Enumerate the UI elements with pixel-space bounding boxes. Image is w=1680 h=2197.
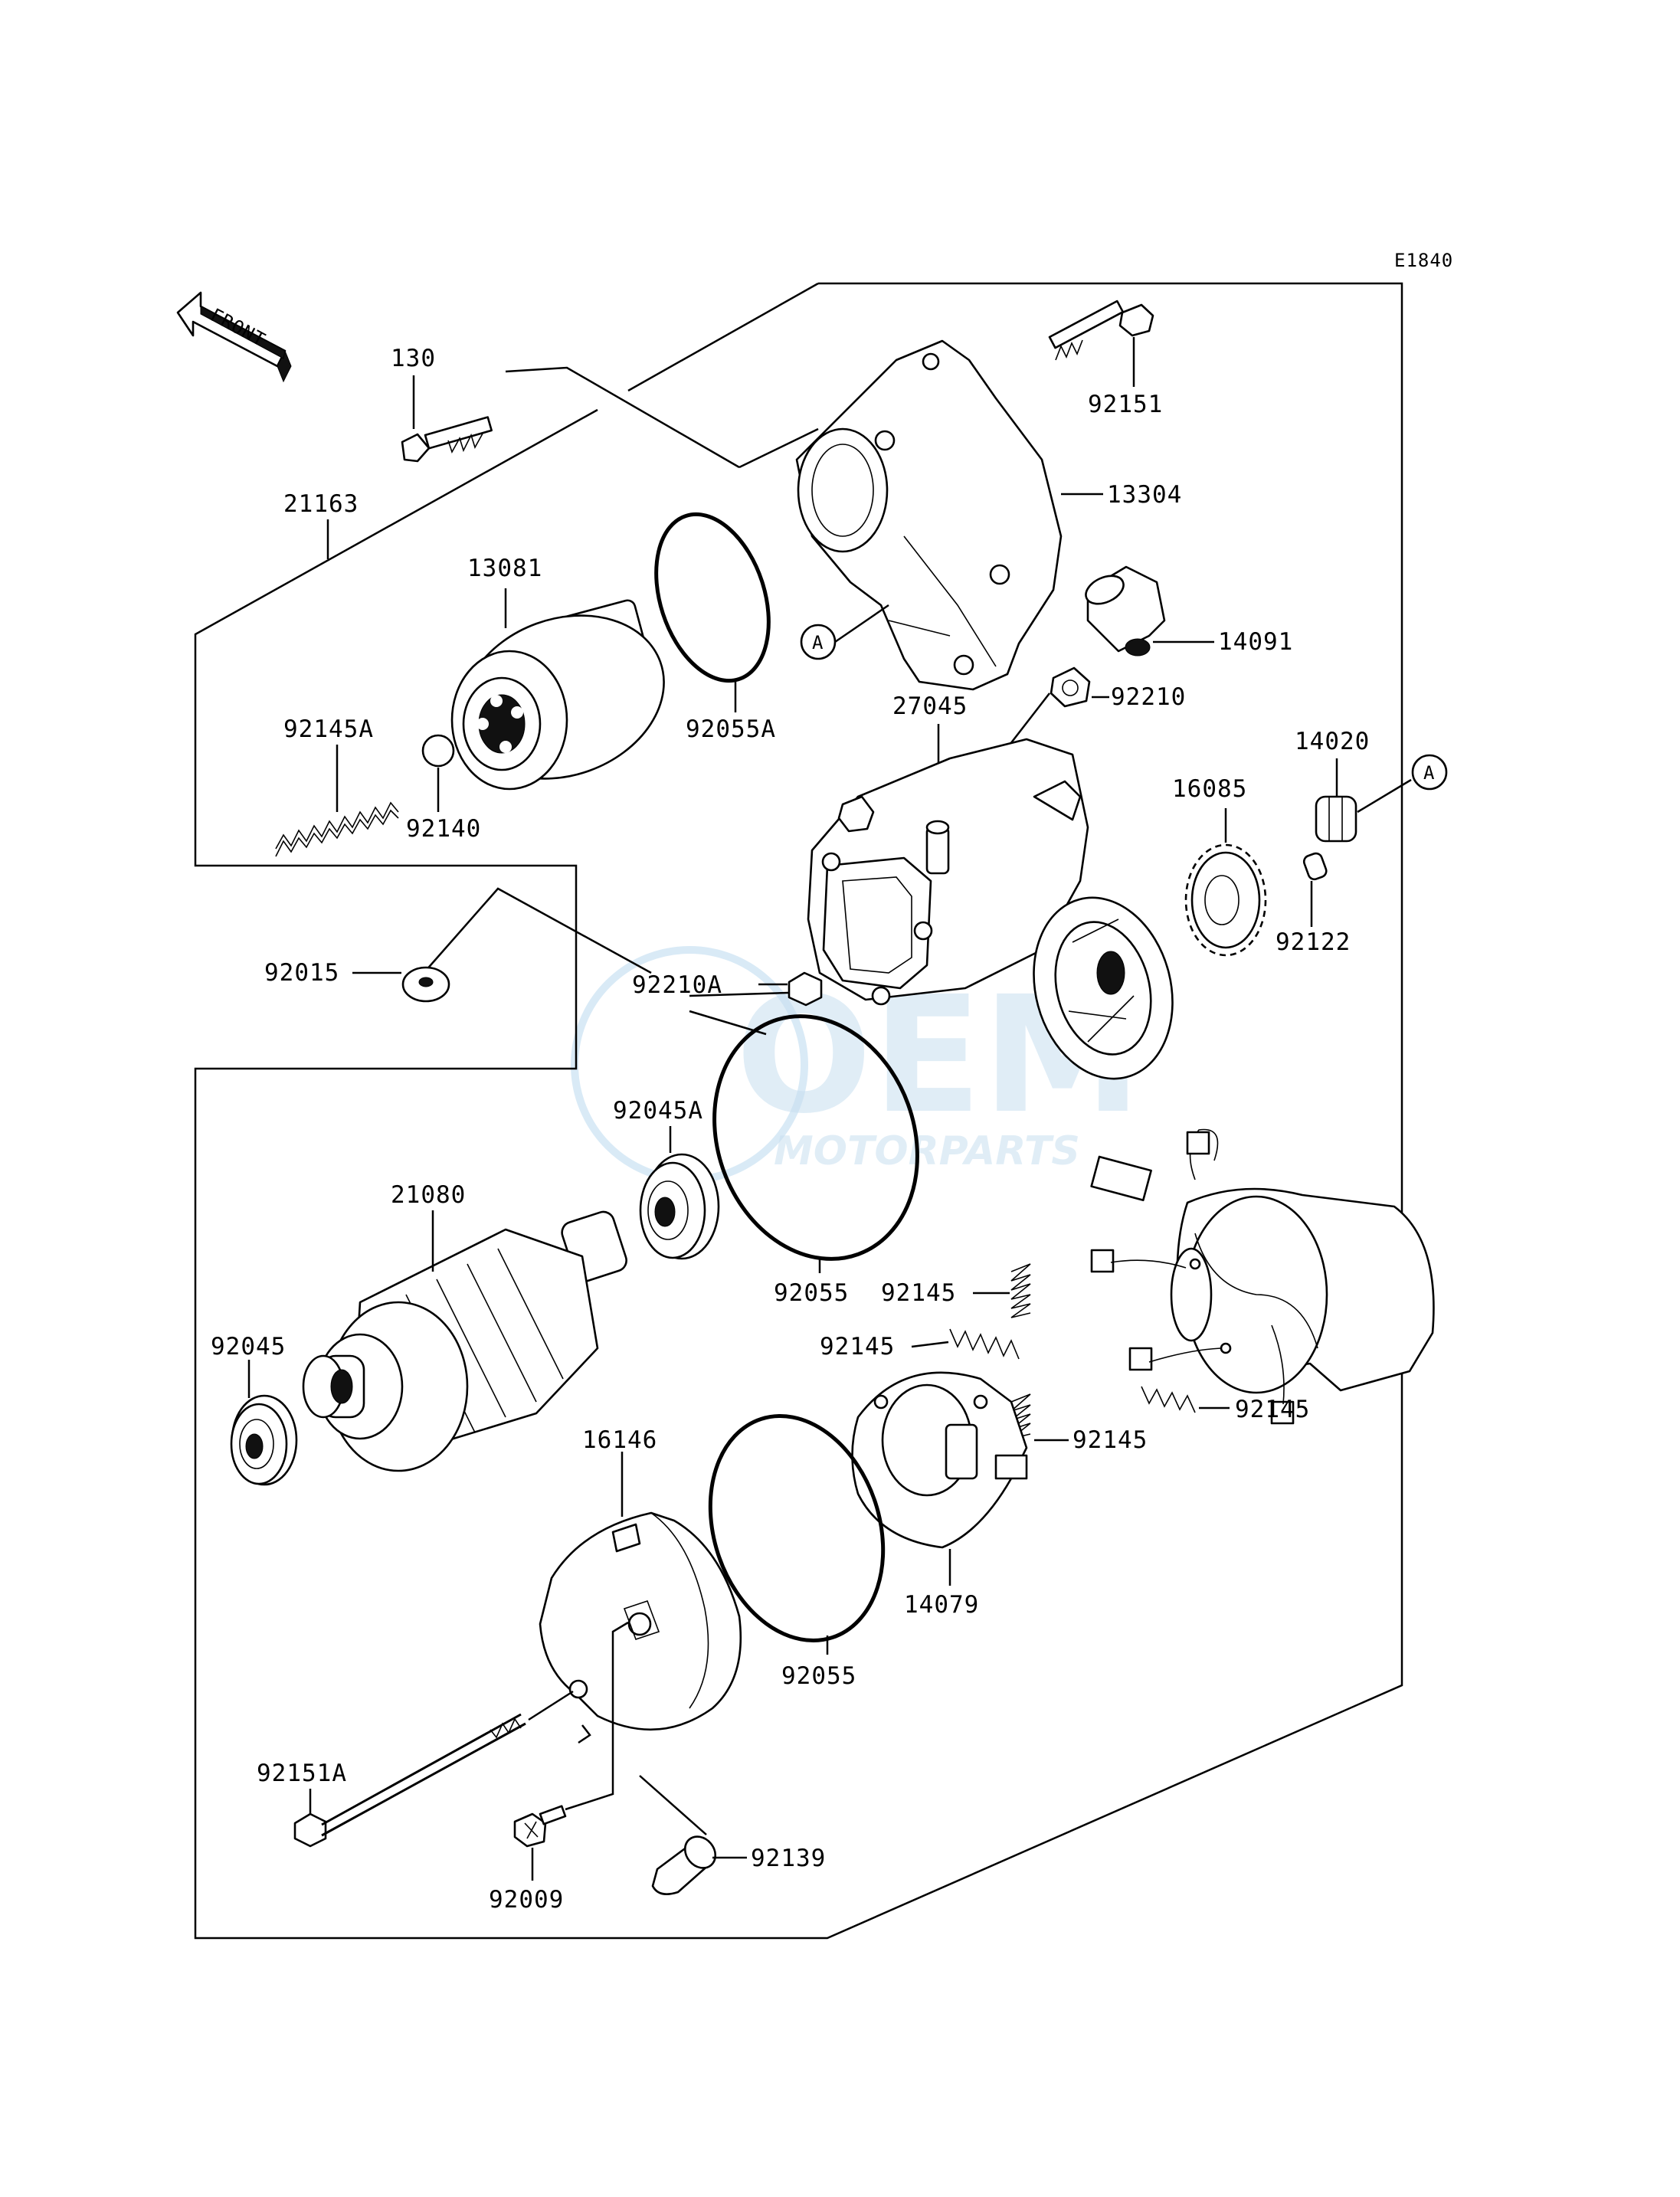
ref-mark-a-right xyxy=(1411,754,1448,791)
bearing-92045 xyxy=(230,1394,298,1486)
oring-92055A xyxy=(654,512,771,683)
gear-16085 xyxy=(1184,843,1267,957)
callout-130: 130 xyxy=(391,345,436,372)
oring-92055-lower xyxy=(708,1413,886,1643)
callout-92145-a: 92145 xyxy=(881,1279,956,1307)
front-arrow-icon: FRONT xyxy=(176,291,292,383)
spring-92145-b xyxy=(949,1328,1020,1360)
callout-92055-lower: 92055 xyxy=(781,1662,856,1690)
ref-a-right: A xyxy=(1423,762,1435,784)
bolt-92151A xyxy=(293,1713,526,1848)
brush-holder xyxy=(1090,1128,1435,1425)
callout-92145-c: 92145 xyxy=(1235,1396,1310,1423)
housing-13304 xyxy=(795,339,1063,691)
callout-92140: 92140 xyxy=(406,815,481,843)
callout-92045: 92045 xyxy=(211,1333,286,1360)
bolt-92151 xyxy=(1048,300,1154,361)
callout-92151A: 92151A xyxy=(257,1760,347,1787)
callout-92145-b: 92145 xyxy=(820,1333,895,1360)
callout-27045: 27045 xyxy=(892,692,968,720)
callout-92210A: 92210A xyxy=(632,971,722,999)
coupling-14020 xyxy=(1315,795,1357,843)
callout-14079: 14079 xyxy=(904,1591,979,1619)
callout-21163: 21163 xyxy=(283,490,359,518)
clutch-13081 xyxy=(450,599,665,791)
spring-92145-a xyxy=(1010,1263,1031,1318)
callout-92122: 92122 xyxy=(1276,928,1351,956)
watermark-sub: MOTORPARTS xyxy=(774,1128,1080,1174)
nut-92210A xyxy=(788,971,823,1007)
armature-21080 xyxy=(302,1210,627,1472)
end-cover-16146 xyxy=(539,1511,742,1731)
bolt-130 xyxy=(401,375,493,463)
oring-92055-upper xyxy=(712,1014,919,1261)
spring-92145-c xyxy=(1141,1386,1196,1413)
callout-92139: 92139 xyxy=(751,1845,826,1872)
callout-16085: 16085 xyxy=(1172,775,1247,803)
callout-14091: 14091 xyxy=(1218,628,1293,656)
brush-plate-14079 xyxy=(851,1371,1028,1549)
solenoid-27045 xyxy=(807,738,1174,1080)
ball-92140 xyxy=(421,734,455,768)
callout-13081: 13081 xyxy=(467,555,542,582)
cap-14091 xyxy=(1085,565,1166,656)
callout-14020: 14020 xyxy=(1295,728,1370,755)
callout-92009: 92009 xyxy=(489,1886,564,1914)
callout-92015: 92015 xyxy=(264,959,339,987)
diagram-code: E1840 xyxy=(1394,250,1453,271)
callout-21080: 21080 xyxy=(391,1181,466,1209)
ref-a-upper: A xyxy=(812,632,824,653)
nut-92210 xyxy=(1050,666,1091,708)
callout-92055-upper: 92055 xyxy=(774,1279,849,1307)
pin-92122 xyxy=(1302,852,1328,881)
callout-92145-d: 92145 xyxy=(1073,1426,1148,1454)
callout-16146: 16146 xyxy=(582,1426,657,1454)
screw-92009 xyxy=(513,1805,567,1848)
callout-92151: 92151 xyxy=(1088,391,1163,418)
callout-92210: 92210 xyxy=(1111,683,1186,711)
bushing-92139 xyxy=(651,1835,717,1895)
bearing-92045A xyxy=(639,1153,720,1260)
callout-13304: 13304 xyxy=(1107,481,1182,509)
callout-92045A: 92045A xyxy=(613,1097,703,1125)
callout-92145A: 92145A xyxy=(283,715,374,743)
spring-92145A xyxy=(275,801,399,857)
callout-92055A: 92055A xyxy=(686,715,776,743)
